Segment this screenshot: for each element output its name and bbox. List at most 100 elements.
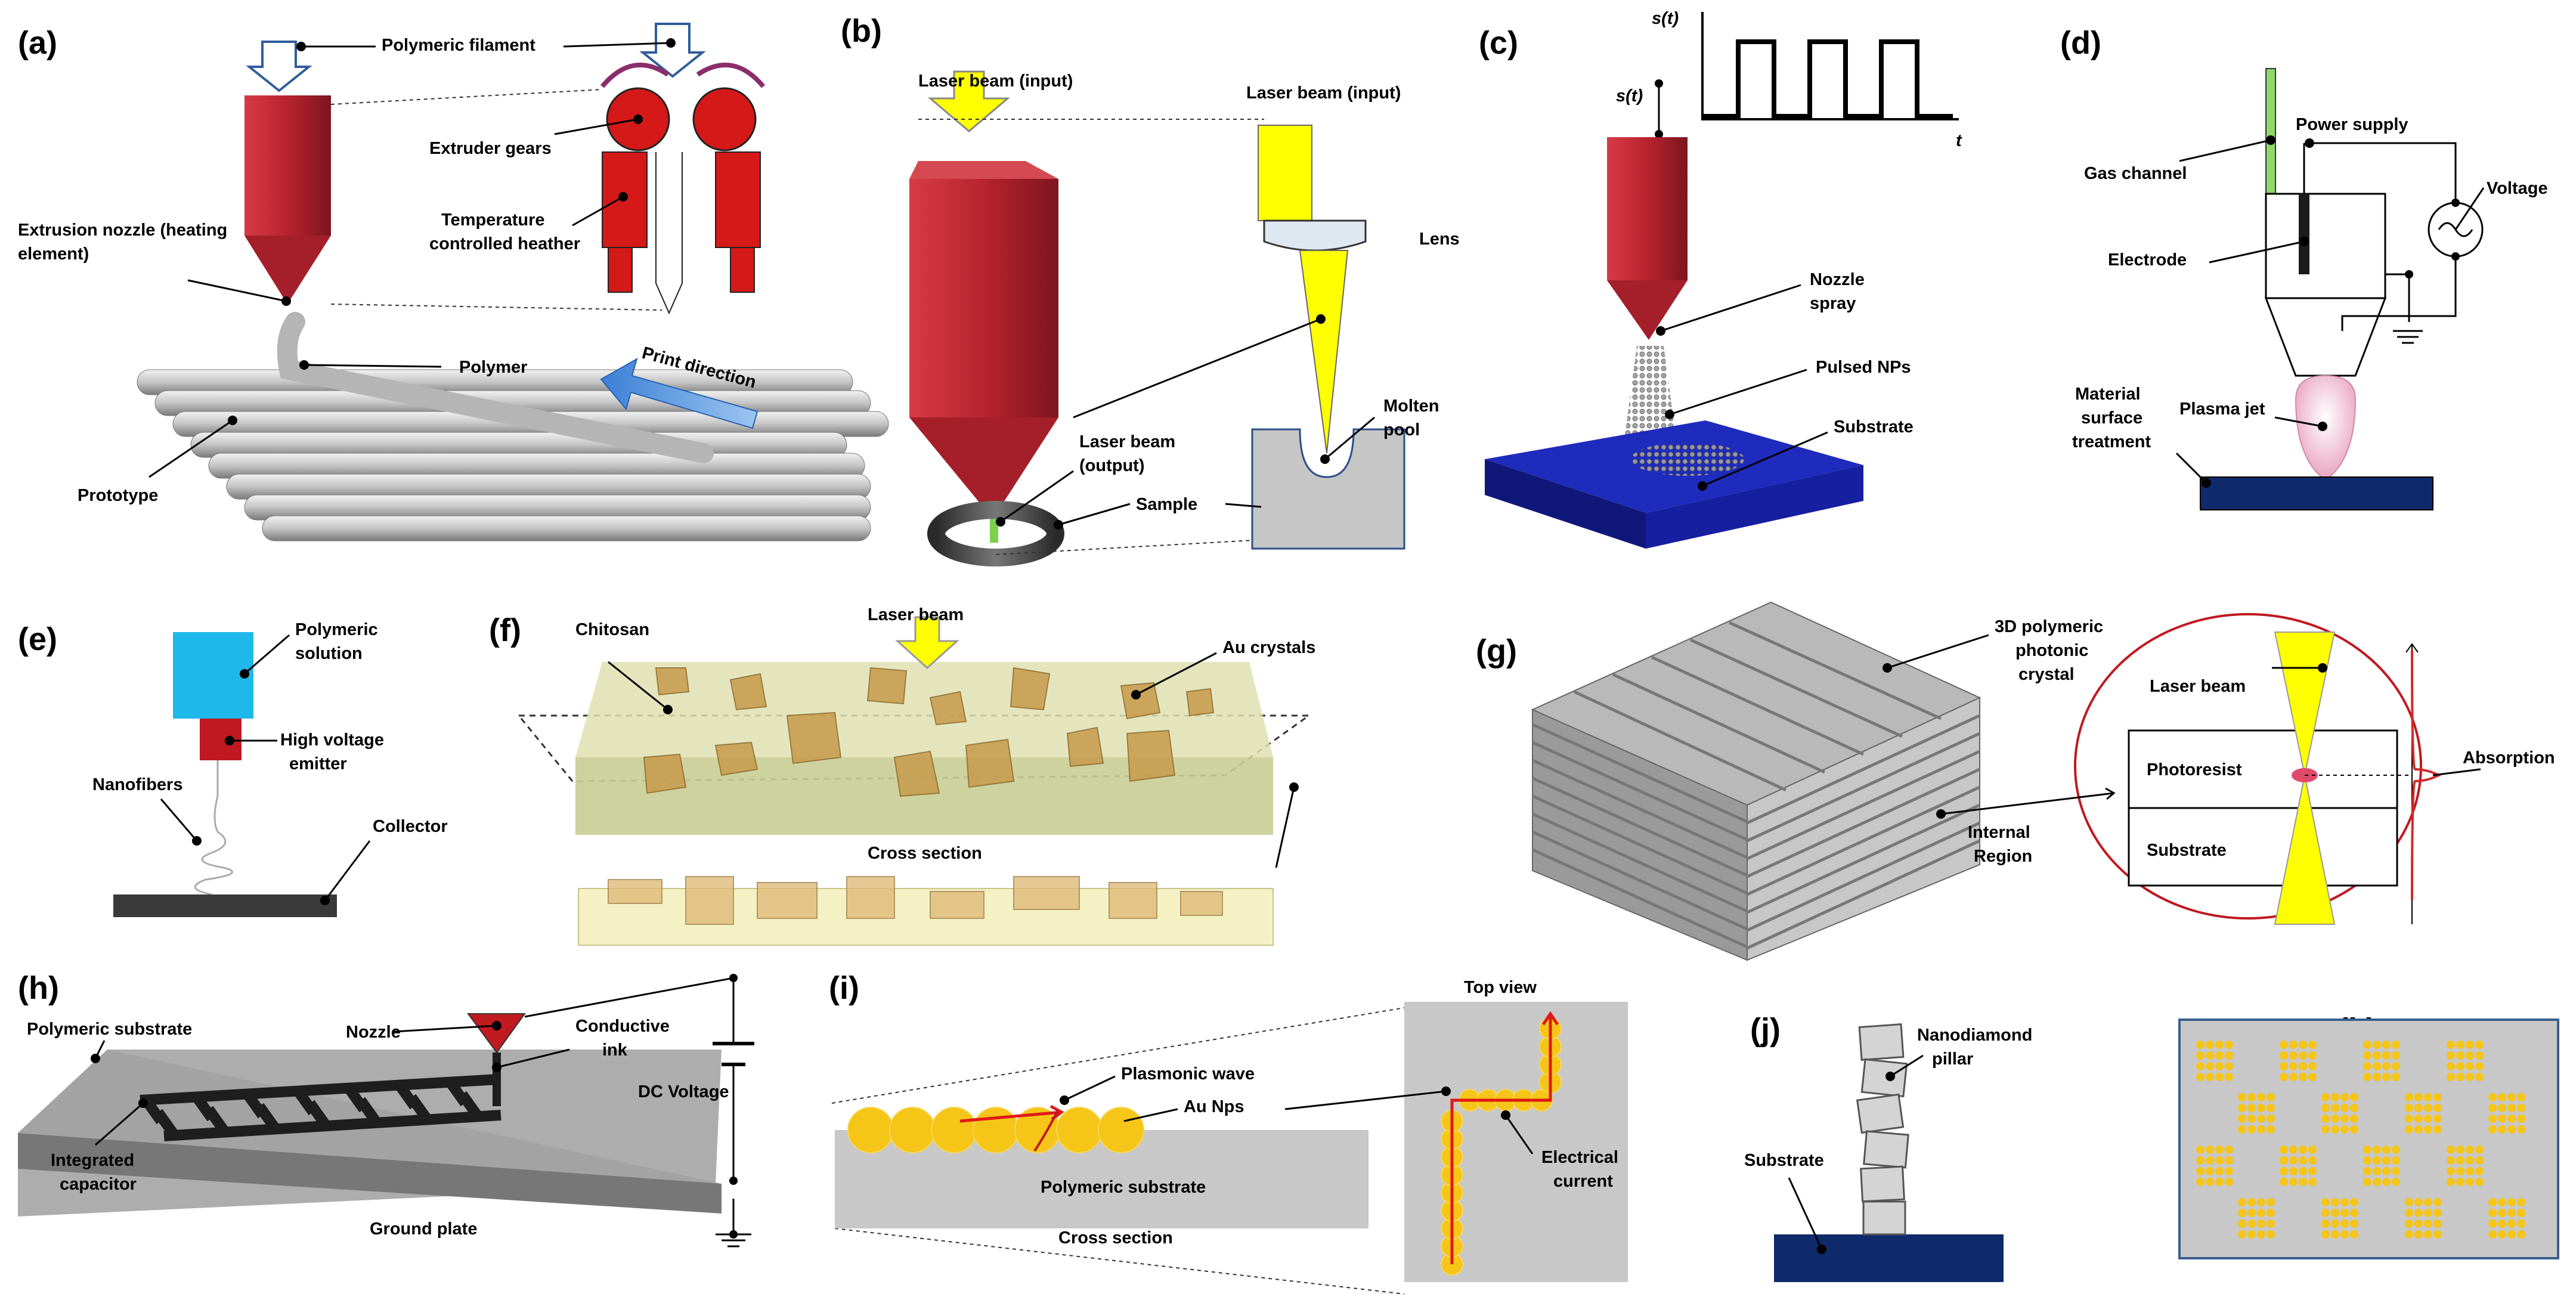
gold-dot bbox=[2488, 1209, 2497, 1217]
gold-dot bbox=[2382, 1167, 2391, 1175]
gold-dot bbox=[2414, 1093, 2423, 1101]
gold-dot bbox=[2206, 1178, 2214, 1186]
gold-dot bbox=[2507, 1219, 2516, 1228]
gold-dot bbox=[2215, 1178, 2224, 1186]
battery-symbol-icon bbox=[713, 1042, 754, 1066]
gold-dot bbox=[2466, 1178, 2474, 1186]
gold-dot bbox=[2517, 1115, 2525, 1123]
label-chitosan: Chitosan bbox=[575, 620, 649, 639]
gold-dot bbox=[2363, 1041, 2371, 1049]
gold-dot bbox=[2382, 1073, 2391, 1081]
gold-dot bbox=[2447, 1146, 2455, 1154]
gold-dot bbox=[2267, 1198, 2275, 1206]
plasma-nozzle bbox=[2264, 297, 2387, 377]
gold-dot bbox=[2414, 1219, 2423, 1228]
gold-dot bbox=[2225, 1041, 2233, 1049]
label-gas-channel: Gas channel bbox=[2084, 164, 2187, 183]
gold-dot bbox=[2350, 1115, 2358, 1123]
label-nozzle-h: Nozzle bbox=[346, 1023, 401, 1042]
gold-dot bbox=[2321, 1115, 2330, 1123]
gold-dot bbox=[2475, 1156, 2484, 1165]
gold-dot bbox=[2257, 1104, 2265, 1112]
gold-dot bbox=[2447, 1041, 2455, 1049]
gold-dot bbox=[2238, 1230, 2246, 1239]
gold-dot bbox=[2238, 1104, 2246, 1112]
gold-dot bbox=[2475, 1178, 2484, 1186]
gold-dot bbox=[2424, 1093, 2432, 1101]
label-polymeric-substrate-h: Polymeric substrate bbox=[27, 1020, 192, 1039]
gold-dot bbox=[2321, 1093, 2330, 1101]
gold-dot bbox=[2238, 1209, 2246, 1217]
gold-dot bbox=[2308, 1167, 2317, 1175]
label-integrated-line-2: capacitor bbox=[60, 1175, 137, 1194]
label-nanodiamond-line-2: pillar bbox=[1932, 1050, 1973, 1069]
gold-dot bbox=[2475, 1146, 2484, 1154]
label-conductive-ink-line-2: ink bbox=[602, 1041, 628, 1060]
gold-dot bbox=[2280, 1146, 2288, 1154]
gold-dot bbox=[2196, 1146, 2205, 1154]
gold-dot bbox=[2247, 1115, 2256, 1123]
gold-dot bbox=[2405, 1230, 2413, 1239]
gold-dot bbox=[2196, 1073, 2205, 1081]
extruder-gear-right-icon bbox=[692, 87, 757, 151]
gold-dot bbox=[2280, 1062, 2288, 1070]
label-dc-voltage: DC Voltage bbox=[638, 1082, 729, 1101]
gold-dot bbox=[2225, 1178, 2233, 1186]
gold-dot bbox=[2196, 1167, 2205, 1175]
gold-dot bbox=[2433, 1115, 2442, 1123]
photoresist-layer bbox=[2128, 729, 2398, 809]
gold-dot bbox=[2466, 1062, 2474, 1070]
label-pulsed-nps: Pulsed NPs bbox=[1816, 358, 1911, 377]
sample-block bbox=[1251, 428, 1405, 550]
gold-dot bbox=[2299, 1051, 2307, 1060]
gold-dot bbox=[2363, 1073, 2371, 1081]
gold-dot bbox=[2447, 1156, 2455, 1165]
label-polymeric-filament: Polymeric filament bbox=[382, 36, 535, 55]
gold-dot bbox=[2267, 1115, 2275, 1123]
gold-dot bbox=[2466, 1167, 2474, 1175]
panel-k: (k) bbox=[2178, 1012, 2559, 1259]
gold-dot bbox=[2373, 1178, 2381, 1186]
gold-dot bbox=[2414, 1198, 2423, 1206]
gold-dot bbox=[2289, 1178, 2298, 1186]
gold-dot bbox=[2488, 1125, 2497, 1134]
gold-dot bbox=[2414, 1125, 2423, 1134]
gold-dot bbox=[2373, 1167, 2381, 1175]
label-extrusion-nozzle-line-1: Extrusion nozzle (heating bbox=[18, 221, 227, 240]
gold-dot bbox=[2382, 1062, 2391, 1070]
label-substrate-g: Substrate bbox=[2147, 841, 2227, 860]
label-molten-line-1: Molten bbox=[1383, 397, 1439, 416]
panel-j: (j) Nanodiamond pillar Substrate bbox=[1744, 1012, 2032, 1282]
label-polymeric-solution-line-2: solution bbox=[295, 644, 363, 663]
gear-rotation-arrow-right-icon bbox=[696, 63, 766, 88]
lens-icon bbox=[1263, 219, 1367, 252]
panel-e-tag: (e) bbox=[18, 621, 57, 657]
label-material-line-2: surface bbox=[2081, 408, 2142, 428]
gold-dot bbox=[2382, 1178, 2391, 1186]
photonic-crystal-stack bbox=[1531, 601, 1981, 961]
gold-dot bbox=[2238, 1219, 2246, 1228]
label-ground-plate: Ground plate bbox=[370, 1219, 477, 1239]
gold-dot bbox=[2517, 1198, 2525, 1206]
gold-dot bbox=[2373, 1062, 2381, 1070]
gold-dot bbox=[2456, 1073, 2464, 1081]
gold-dot bbox=[2196, 1062, 2205, 1070]
gold-dot bbox=[2424, 1219, 2432, 1228]
label-material-line-3: treatment bbox=[2072, 432, 2151, 451]
gold-dot bbox=[2289, 1146, 2298, 1154]
gold-dot bbox=[2267, 1209, 2275, 1217]
panel-i-tag: (i) bbox=[829, 970, 859, 1006]
label-internal-line-1: Internal bbox=[1968, 823, 2030, 842]
gold-dot bbox=[2488, 1104, 2497, 1112]
gold-dot bbox=[2488, 1115, 2497, 1123]
gold-dot bbox=[2340, 1115, 2349, 1123]
label-substrate-j: Substrate bbox=[1744, 1151, 1824, 1170]
gold-dot bbox=[2363, 1146, 2371, 1154]
conductive-ink-jet bbox=[493, 1053, 501, 1106]
gold-dot bbox=[2215, 1051, 2224, 1060]
gold-dot bbox=[2350, 1104, 2358, 1112]
label-electrical-line-1: Electrical bbox=[1541, 1148, 1618, 1167]
gold-dot bbox=[2433, 1198, 2442, 1206]
gold-dot bbox=[2405, 1104, 2413, 1112]
